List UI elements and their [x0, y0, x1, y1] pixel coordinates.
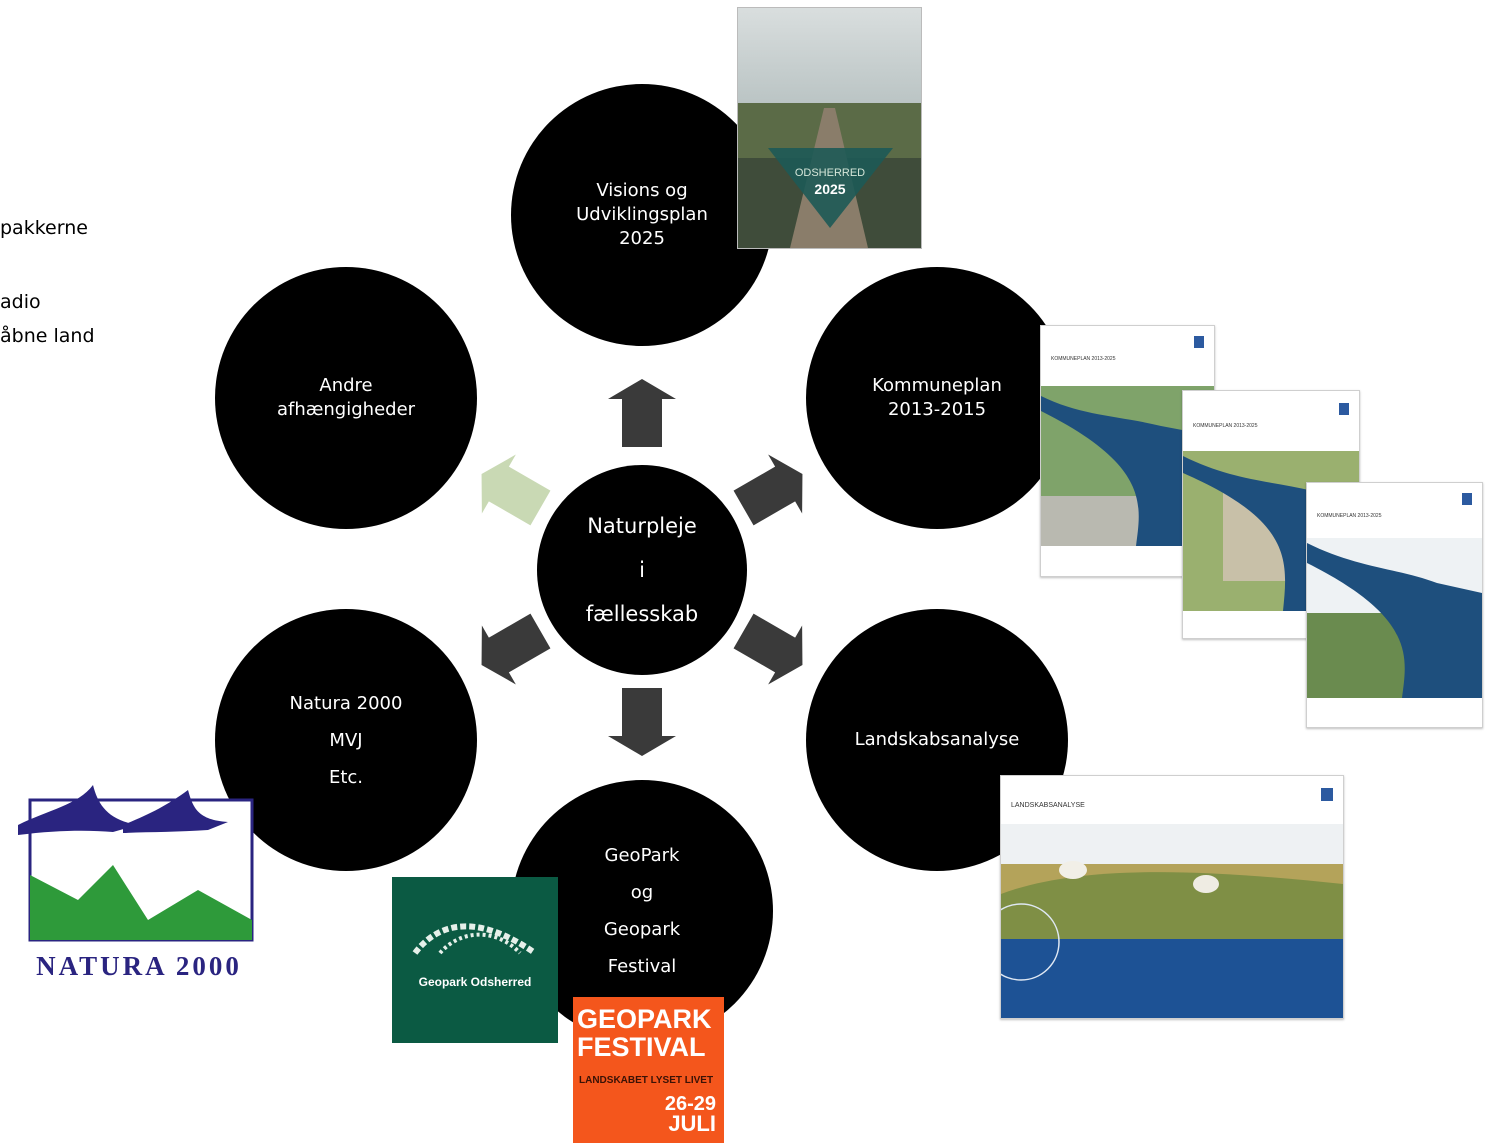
festival-poster-month: JULI: [668, 1111, 716, 1136]
festival-poster-dates: 26-29: [664, 1093, 716, 1115]
center-circle-line-3: fællesskab: [585, 602, 699, 626]
visionsplan-cover-brand: ODSHERRED: [795, 167, 865, 179]
geopark-pattern-icon: [412, 923, 537, 955]
circle-visionsplan: Visions og Udviklingsplan 2025: [511, 84, 773, 346]
arrow-upper-right: [733, 454, 803, 526]
landskabsanalyse-cover: LANDSKABSANALYSE: [1000, 775, 1344, 1019]
kommuneplan-cover-2-title: KOMMUNEPLAN 2013-2025: [1193, 423, 1258, 429]
arrow-lower-left: [481, 613, 551, 685]
circle-kommuneplan-line-2: 2013-2015: [887, 399, 987, 420]
odsherred-crest-icon: [1194, 336, 1204, 348]
festival-poster-tagline: LANDSKABET LYSET LIVET: [579, 1075, 714, 1086]
circle-natura2000: Natura 2000 MVJ Etc.: [215, 609, 477, 871]
circle-andre-line-2: afhængigheder: [276, 399, 416, 420]
circle-visionsplan-line-1: Visions og: [596, 180, 688, 201]
arrow-down: [608, 688, 676, 756]
circle-kommuneplan-line-1: Kommuneplan: [872, 375, 1002, 396]
circle-visionsplan-line-2: Udviklingsplan: [576, 204, 708, 225]
circle-geopark-line-4: Festival: [607, 956, 677, 977]
festival-poster-line-1: GEOPARK: [577, 1004, 712, 1034]
center-circle: Naturpleje i fællesskab: [537, 465, 747, 675]
odsherred-crest-icon: [1462, 493, 1472, 505]
festival-poster-line-2: FESTIVAL: [577, 1032, 706, 1062]
arrow-lower-right: [733, 613, 803, 685]
left-text-line-3: åbne land: [0, 325, 95, 347]
kommuneplan-cover-3: KOMMUNEPLAN 2013-2025: [1306, 482, 1483, 728]
left-text-line-2: adio: [0, 291, 41, 313]
arrow-up: [608, 379, 676, 447]
kommuneplan-cover-1-title: KOMMUNEPLAN 2013-2025: [1051, 356, 1116, 362]
circle-kommuneplan: Kommuneplan 2013-2015: [806, 267, 1068, 529]
center-circle-line-1: Naturpleje: [587, 514, 697, 538]
arrow-upper-left: [481, 454, 551, 526]
center-circle-line-2: i: [639, 558, 645, 582]
odsherred-crest-icon: [1339, 403, 1349, 415]
circle-geopark-line-3: Geopark: [603, 919, 681, 940]
landskabsanalyse-cover-title: LANDSKABSANALYSE: [1011, 802, 1085, 809]
circle-andre-afhaengigheder: Andre afhængigheder: [215, 267, 477, 529]
visionsplan-cover-image: ODSHERRED 2025: [737, 7, 922, 249]
natura2000-logo-text: NATURA 2000: [36, 951, 242, 981]
circle-natura2000-line-2: MVJ: [329, 729, 363, 751]
kommuneplan-cover-3-title: KOMMUNEPLAN 2013-2025: [1317, 513, 1382, 519]
left-text-line-1: pakkerne: [0, 217, 88, 239]
geopark-festival-poster: GEOPARK FESTIVAL LANDSKABET LYSET LIVET …: [573, 997, 724, 1143]
natura2000-logo: NATURA 2000: [18, 770, 261, 985]
circle-landskabsanalyse: Landskabsanalyse: [806, 609, 1068, 871]
circle-landskabsanalyse-line-1: Landskabsanalyse: [854, 729, 1020, 750]
geopark-logo-text: Geopark Odsherred: [418, 975, 532, 989]
circle-geopark-line-1: GeoPark: [604, 845, 680, 866]
circle-andre-line-1: Andre: [319, 375, 373, 396]
odsherred-crest-icon: [1321, 788, 1333, 801]
geopark-odsherred-logo: Geopark Odsherred: [392, 877, 558, 1043]
circle-visionsplan-line-3: 2025: [619, 228, 665, 249]
circle-natura2000-line-1: Natura 2000: [289, 692, 403, 714]
circle-geopark-line-2: og: [630, 882, 654, 903]
visionsplan-cover-year: 2025: [814, 181, 845, 197]
circle-natura2000-line-3: Etc.: [328, 766, 364, 788]
